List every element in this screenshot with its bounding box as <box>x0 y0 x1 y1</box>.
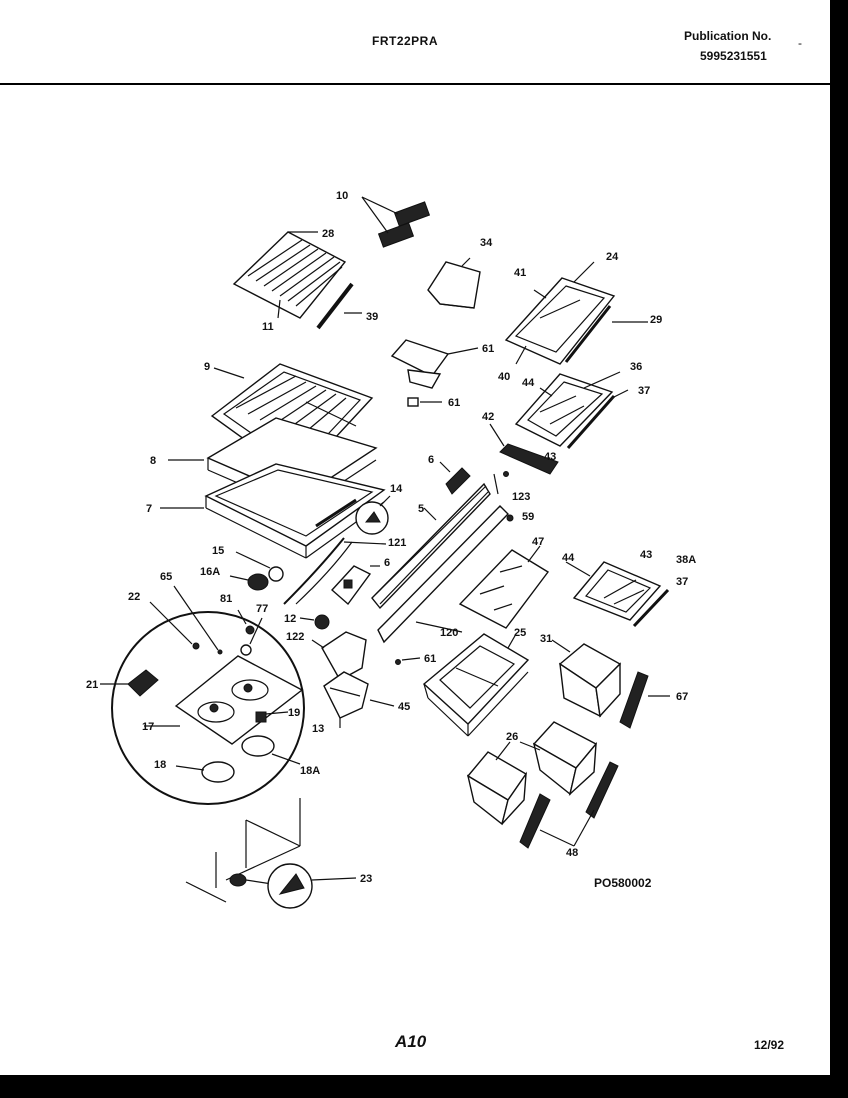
callout-43-lower: 43 <box>640 549 652 561</box>
callout-25: 25 <box>514 627 526 639</box>
part-34-bin <box>427 257 481 309</box>
part-61-screw <box>395 657 421 665</box>
part-36-shelf <box>514 371 629 449</box>
callout-77: 77 <box>256 603 268 615</box>
callout-122: 122 <box>286 631 304 643</box>
part-12-lamp <box>299 614 330 630</box>
part-7-tray <box>160 463 386 559</box>
part-16A-socket <box>229 573 269 591</box>
callout-31: 31 <box>540 633 552 645</box>
callout-34: 34 <box>480 237 493 249</box>
part-123-pin <box>493 471 509 495</box>
part-14-inset <box>355 495 391 535</box>
part-39-rail <box>316 282 362 330</box>
part-23-inset <box>267 863 357 909</box>
callout-42: 42 <box>482 411 494 423</box>
callout-15: 15 <box>212 545 224 557</box>
callout-36: 36 <box>630 361 642 373</box>
part-47-glass <box>458 545 550 629</box>
callout-121: 121 <box>388 537 406 549</box>
callout-61-lower: 61 <box>448 397 460 409</box>
callout-19: 19 <box>288 707 300 719</box>
callout-47: 47 <box>532 536 544 548</box>
part-61-bracket <box>390 339 479 407</box>
callout-labels: 10 28 11 39 34 41 24 29 61 61 40 44 36 3… <box>86 190 696 885</box>
callout-10: 10 <box>336 190 348 202</box>
scan-border-right <box>830 0 848 1098</box>
revision-date: 12/92 <box>754 1038 785 1052</box>
callout-13: 13 <box>312 723 324 735</box>
scan-border-bottom <box>0 1075 848 1098</box>
part-6-clip <box>439 461 471 495</box>
callout-6-lower: 6 <box>384 557 390 569</box>
callout-18A: 18A <box>300 765 320 777</box>
callout-14: 14 <box>390 483 403 495</box>
drawing-code: PO580002 <box>594 876 652 890</box>
callout-12: 12 <box>284 613 296 625</box>
callout-28: 28 <box>322 228 334 240</box>
callout-37-lower: 37 <box>676 576 688 588</box>
part-13-housing <box>311 631 369 728</box>
part-10-slides <box>361 196 431 248</box>
callout-9: 9 <box>204 361 210 373</box>
callout-123: 123 <box>512 491 530 503</box>
callout-6-upper: 6 <box>428 454 434 466</box>
part-38A-shelf <box>565 561 670 628</box>
callout-39: 39 <box>366 311 378 323</box>
publication-number: 5995231551 <box>700 49 767 63</box>
callout-38A: 38A <box>676 554 696 566</box>
publication-title: Publication No. <box>684 29 772 43</box>
callout-41: 41 <box>514 267 526 279</box>
part-25-frame <box>422 633 530 737</box>
part-42-rail <box>489 423 559 475</box>
part-67-panel <box>619 671 670 729</box>
cabinet-corner <box>185 798 301 903</box>
callout-7: 7 <box>146 503 152 515</box>
callout-5: 5 <box>418 503 424 515</box>
part-120-trim <box>377 505 514 644</box>
header-divider <box>0 83 830 85</box>
callout-29: 29 <box>650 314 662 326</box>
part-31-drawer <box>551 639 622 718</box>
callout-44-upper: 44 <box>522 377 535 389</box>
callout-11: 11 <box>262 321 274 333</box>
callout-81: 81 <box>220 593 232 605</box>
callout-120: 120 <box>440 627 458 639</box>
part-121-strip <box>283 537 387 605</box>
callout-26: 26 <box>506 731 518 743</box>
page-label: A10 <box>395 1032 427 1051</box>
part-26-drawers <box>466 721 598 826</box>
callout-65: 65 <box>160 571 172 583</box>
callout-40: 40 <box>498 371 510 383</box>
callout-18: 18 <box>154 759 166 771</box>
part-24-glass-shelf <box>504 261 648 365</box>
callout-48: 48 <box>566 847 578 859</box>
callout-44-lower: 44 <box>562 552 575 564</box>
callout-59: 59 <box>522 511 534 523</box>
part-11-wire-shelf <box>232 231 347 319</box>
callout-22: 22 <box>128 591 140 603</box>
callout-23: 23 <box>360 873 372 885</box>
part-48-panels <box>519 761 619 849</box>
callout-17: 17 <box>142 721 154 733</box>
ice-maker-inset <box>100 585 305 805</box>
model-number: FRT22PRA <box>372 34 439 48</box>
callout-37-upper: 37 <box>638 385 650 397</box>
callout-16A: 16A <box>200 566 220 578</box>
callout-61-upper: 61 <box>482 343 494 355</box>
callout-8: 8 <box>150 455 156 467</box>
part-45-screw <box>369 699 395 707</box>
part-5-channel <box>371 482 491 610</box>
callout-43-upper: 43 <box>544 451 556 463</box>
part-15-bulb <box>235 551 284 582</box>
callout-67: 67 <box>676 691 688 703</box>
corner-mark: - <box>798 36 802 50</box>
callout-21: 21 <box>86 679 98 691</box>
callout-24: 24 <box>606 251 619 263</box>
callout-61-third: 61 <box>424 653 436 665</box>
callout-45: 45 <box>398 701 410 713</box>
part-6-switch <box>330 565 380 606</box>
